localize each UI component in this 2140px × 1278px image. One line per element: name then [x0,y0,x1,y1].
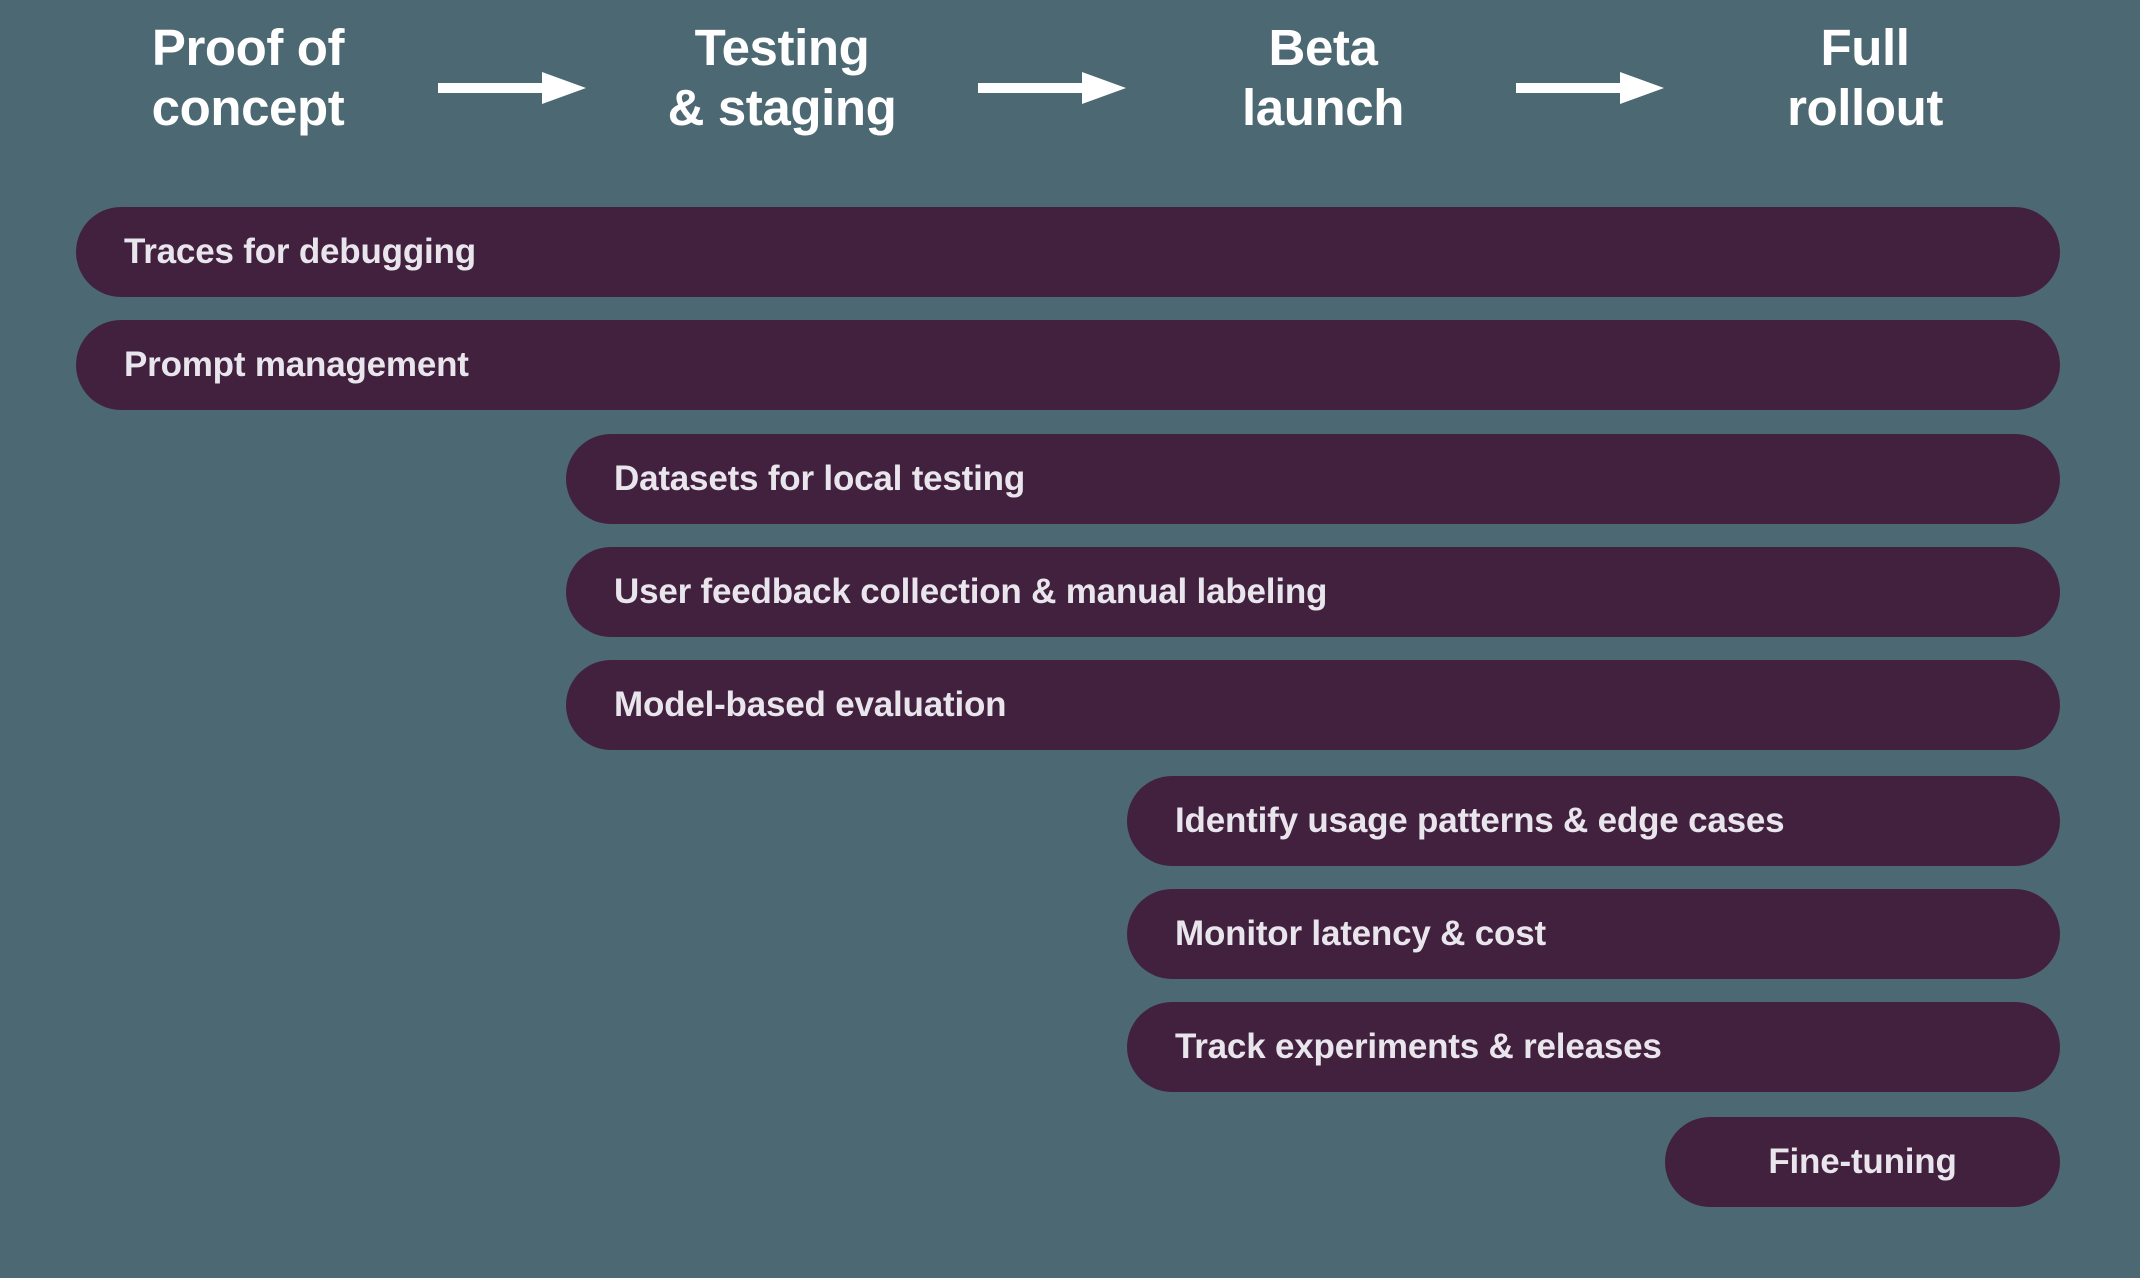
capability-bar[interactable]: Datasets for local testing [566,434,2060,524]
capability-bar-label: Datasets for local testing [614,459,1026,498]
capability-bar-label: Prompt management [124,345,469,384]
phase-label-proof-of-concept: Proof of concept [151,19,345,137]
capability-bar[interactable]: Prompt management [76,320,2060,410]
capability-bar-label: Traces for debugging [124,232,476,271]
capability-bar-label: Model-based evaluation [614,685,1007,724]
capability-bar[interactable]: User feedback collection & manual labeli… [566,547,2060,637]
capability-bar[interactable]: Monitor latency & cost [1127,889,2060,979]
capability-bar-label: Identify usage patterns & edge cases [1175,801,1785,840]
phase-label-full-rollout: Full rollout [1787,19,1943,137]
phase-label-testing-and-staging: Testing & staging [667,19,897,137]
phase-label-beta-launch: Beta launch [1242,19,1404,137]
phase-header: Proof of concept Testing & staging Beta … [0,0,2140,180]
capability-bar-label: User feedback collection & manual labeli… [614,572,1328,611]
capability-bar[interactable]: Track experiments & releases [1127,1002,2060,1092]
arrow-right-icon [438,70,586,106]
capability-bar[interactable]: Fine-tuning [1665,1117,2060,1207]
capability-bar[interactable]: Identify usage patterns & edge cases [1127,776,2060,866]
arrow-right-icon [978,70,1126,106]
capability-bar[interactable]: Traces for debugging [76,207,2060,297]
arrow-right-icon [1516,70,1664,106]
capability-bar[interactable]: Model-based evaluation [566,660,2060,750]
capability-bar-label: Monitor latency & cost [1175,914,1546,953]
capability-bar-label: Track experiments & releases [1175,1027,1662,1066]
capability-bar-label: Fine-tuning [1768,1142,1957,1181]
